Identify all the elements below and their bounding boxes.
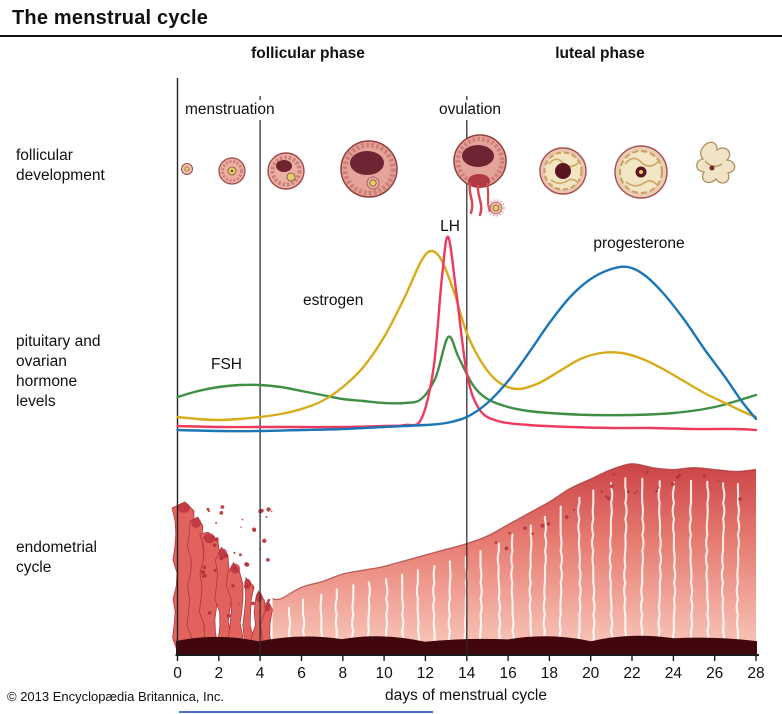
corpus-luteum-mature-icon	[614, 145, 668, 199]
ovulation-label: ovulation	[420, 100, 520, 121]
axis-tick-label: 28	[747, 665, 764, 682]
secondary-follicle-icon	[267, 152, 305, 190]
menstruation-label: menstruation	[182, 100, 278, 121]
curve-LH	[176, 235, 758, 432]
title-divider	[0, 35, 782, 37]
curve-estrogen	[176, 249, 758, 422]
row-label-follicular-development: follicular development	[16, 147, 105, 185]
axis-tick-label: 16	[499, 665, 516, 682]
ovulating-follicle-icon	[453, 134, 507, 217]
axis-tick-label: 8	[338, 665, 347, 682]
copyright: © 2013 Encyclopædia Britannica, Inc.	[7, 689, 224, 704]
axis-tick-label: 6	[297, 665, 306, 682]
fsh-curve-label: FSH	[211, 356, 242, 373]
axis-tick-label: 26	[706, 665, 723, 682]
primordial-follicle-icon	[181, 163, 193, 175]
axis-tick-label: 24	[665, 665, 683, 682]
lh-curve-label: LH	[440, 218, 460, 235]
corpus-albicans-icon	[696, 141, 736, 184]
follicular-development-illustration	[181, 134, 736, 217]
axis-tick-label: 10	[375, 665, 393, 682]
axis-tick-label: 0	[173, 665, 182, 682]
endometrium-illustration	[171, 463, 757, 654]
axis-tick-label: 2	[214, 665, 223, 682]
mature-follicle-icon	[340, 140, 398, 198]
progesterone-curve-label: progesterone	[593, 235, 685, 252]
axis-tick-label: 18	[541, 665, 558, 682]
axis-tick-label: 4	[256, 665, 265, 682]
bottom-blue-line	[179, 711, 433, 713]
axis-tick-label: 20	[582, 665, 600, 682]
hormone-curves	[176, 235, 758, 433]
axis-tick-label: 22	[623, 665, 640, 682]
axis-tick-label: 12	[417, 665, 434, 682]
primary-follicle-icon	[218, 157, 246, 185]
axis-tick-label: 14	[458, 665, 476, 682]
curve-progesterone	[176, 265, 758, 433]
estrogen-curve-label: estrogen	[303, 292, 364, 309]
row-label-hormone-levels: pituitary and ovarian hormone levels	[16, 333, 101, 411]
row-label-endometrial-cycle: endometrial cycle	[16, 539, 97, 577]
x-axis-title: days of menstrual cycle	[385, 687, 547, 704]
follicular-phase-label: follicular phase	[251, 45, 365, 62]
corpus-luteum-early-icon	[539, 147, 587, 195]
page-title: The menstrual cycle	[12, 7, 209, 29]
luteal-phase-label: luteal phase	[555, 45, 645, 62]
